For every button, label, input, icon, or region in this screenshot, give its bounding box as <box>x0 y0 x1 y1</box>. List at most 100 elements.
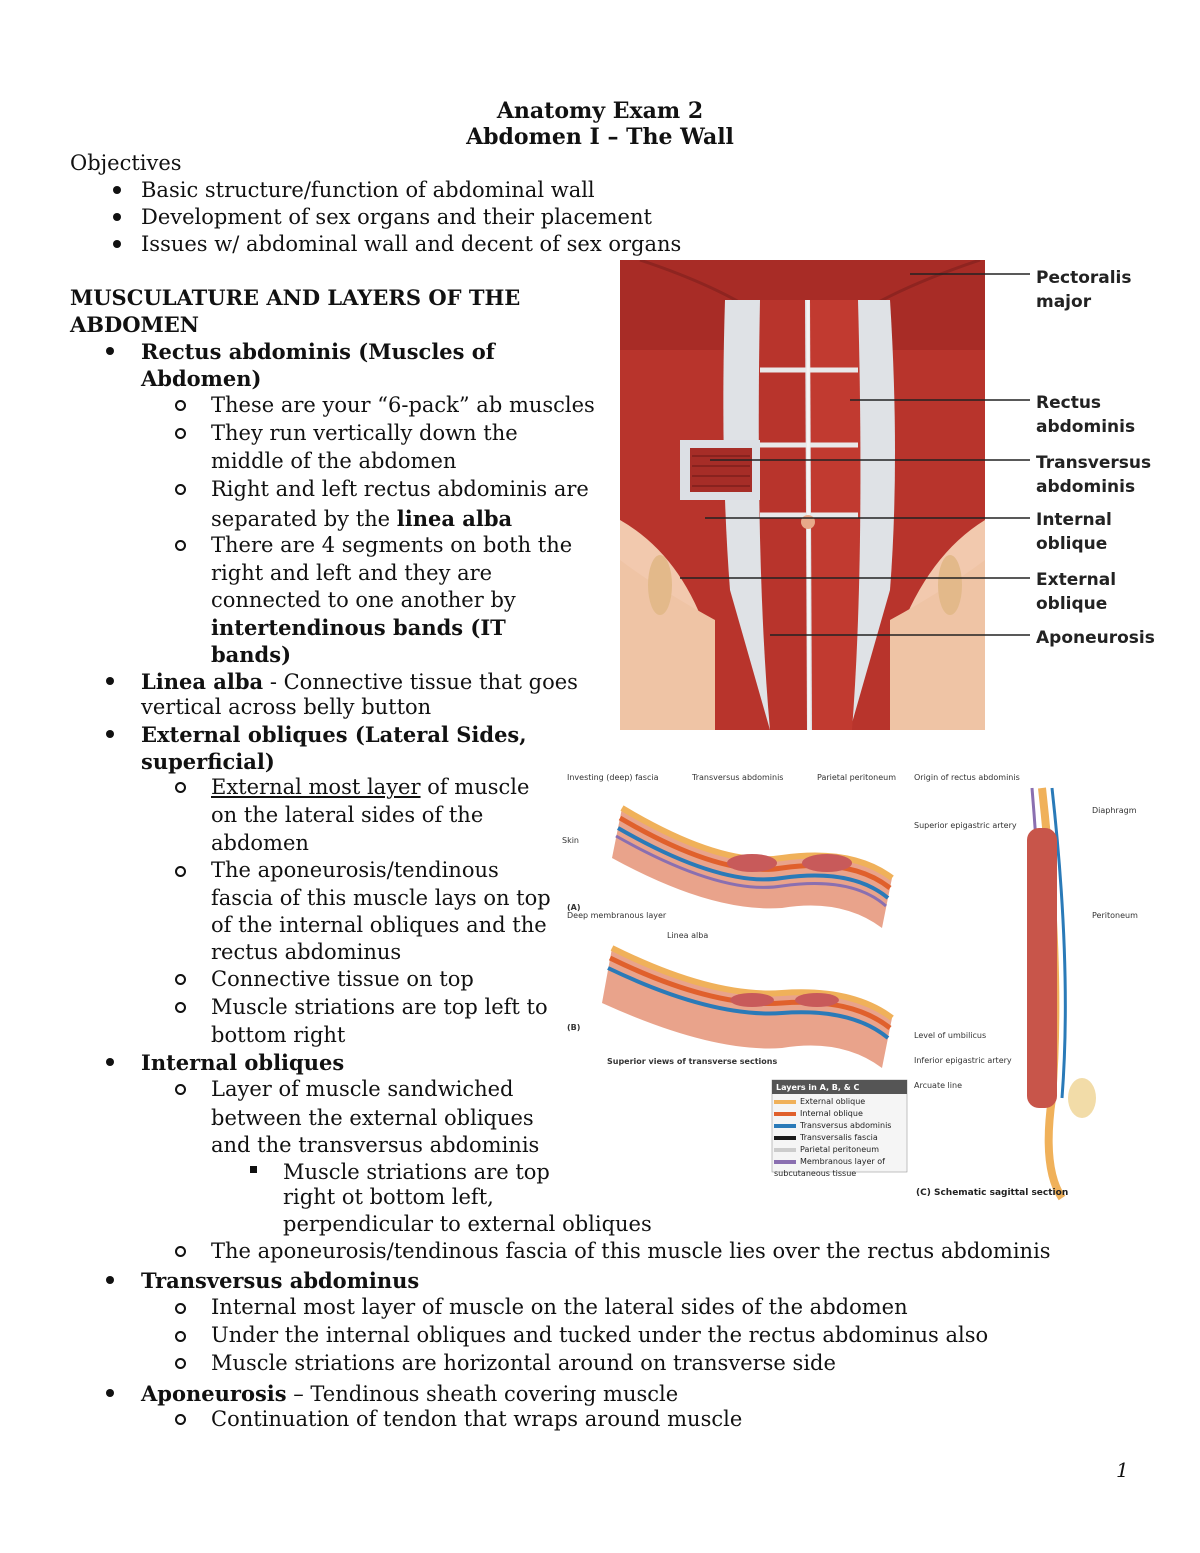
bullet <box>106 1058 114 1066</box>
rectus-point: Right and left rectus abdominis are <box>211 477 589 501</box>
svg-text:Deep membranous layer: Deep membranous layer <box>567 911 667 920</box>
sub-bullet <box>175 1414 186 1425</box>
legend-swatch <box>774 1159 796 1164</box>
legend-label: Transversus abdominis <box>800 1121 892 1130</box>
sub-bullet <box>175 400 186 411</box>
rectus-title: Abdomen) <box>141 366 262 391</box>
figure-label: Transversus abdominis <box>1036 451 1151 499</box>
external-point: on the lateral sides of the <box>211 803 484 827</box>
svg-text:Skin: Skin <box>562 836 579 845</box>
legend-item: Parietal peritoneum <box>774 1144 908 1156</box>
sub-bullet <box>175 1084 186 1095</box>
internal-point: The aponeurosis/tendinous fascia of this… <box>211 1239 1051 1263</box>
label-line: oblique <box>1036 534 1108 554</box>
objective-bullet <box>113 186 121 194</box>
bullet <box>106 677 114 685</box>
sub-bullet <box>175 428 186 439</box>
text: – Tendinous sheath covering muscle <box>286 1382 679 1406</box>
legend-swatch <box>774 1123 796 1128</box>
svg-text:Investing (deep) fascia: Investing (deep) fascia <box>567 773 659 782</box>
svg-text:Parietal peritoneum: Parietal peritoneum <box>817 773 896 782</box>
objective-bullet <box>113 213 121 221</box>
transversus-point: Under the internal obliques and tucked u… <box>211 1323 989 1347</box>
legend-swatch <box>774 1099 796 1104</box>
sub-bullet <box>175 484 186 495</box>
external-point: abdomen <box>211 831 309 855</box>
label-line: Aponeurosis <box>1036 628 1155 648</box>
aponeurosis-title: Aponeurosis <box>141 1381 287 1406</box>
internal-point: Muscle striations are top <box>283 1160 550 1184</box>
legend-swatch <box>774 1135 796 1140</box>
sub-sub-bullet <box>250 1166 257 1173</box>
objectives-heading: Objectives <box>70 151 182 175</box>
label-line: oblique <box>1036 594 1108 614</box>
label-line: External <box>1036 570 1117 590</box>
figure-label: Aponeurosis <box>1036 626 1155 650</box>
svg-text:Transversus abdominis: Transversus abdominis <box>691 773 783 782</box>
bullet <box>106 1276 114 1284</box>
transversus-title: Transversus abdominus <box>141 1268 420 1293</box>
svg-text:Diaphragm: Diaphragm <box>1092 806 1137 815</box>
external-point: fascia of this muscle lays on top <box>211 886 551 910</box>
label-line: abdominis <box>1036 417 1136 437</box>
rectus-point: There are 4 segments on both the <box>211 533 573 557</box>
doc-subtitle: Abdomen I – The Wall <box>466 124 734 150</box>
linea-title: Linea alba <box>141 669 264 694</box>
internal-point: and the transversus abdominis <box>211 1133 540 1157</box>
internal-title: Internal obliques <box>141 1050 345 1075</box>
linea-line: vertical across belly button <box>141 695 432 719</box>
label-line: abdominis <box>1036 477 1136 497</box>
sub-bullet <box>175 1002 186 1013</box>
legend-label: Internal oblique <box>800 1109 863 1118</box>
section-heading: ABDOMEN <box>70 312 199 337</box>
figure-label: Rectus abdominis <box>1036 391 1135 439</box>
label-line: Rectus <box>1036 393 1102 413</box>
sub-bullet <box>175 540 186 551</box>
linea-alba-term: linea alba <box>396 506 513 531</box>
svg-text:Superior views of transverse s: Superior views of transverse sections <box>607 1057 777 1066</box>
legend-item: External oblique <box>774 1096 908 1108</box>
legend-entries: External oblique Internal oblique Transv… <box>774 1096 908 1180</box>
svg-text:Arcuate line: Arcuate line <box>914 1081 962 1090</box>
svg-text:Inferior epigastric artery: Inferior epigastric artery <box>914 1056 1012 1065</box>
figure-label: External oblique <box>1036 568 1116 616</box>
rectus-point: intertendinous bands (IT <box>211 615 506 640</box>
text: separated by the <box>211 507 397 531</box>
legend-item: Membranous layer of subcutaneous tissue <box>774 1156 908 1180</box>
linea-line: Linea alba - Connective tissue that goes <box>141 668 578 696</box>
abdominal-muscles-illustration <box>620 260 1030 730</box>
sub-bullet <box>175 782 186 793</box>
label-line: Pectoralis <box>1036 268 1132 288</box>
legend-swatch <box>774 1111 796 1116</box>
rectus-point: middle of the abdomen <box>211 449 457 473</box>
external-point: rectus abdominus <box>211 940 402 964</box>
rectus-point: connected to one another by <box>211 588 516 612</box>
internal-point: perpendicular to external obliques <box>283 1212 652 1236</box>
svg-text:Level of umbilicus: Level of umbilicus <box>914 1031 986 1040</box>
sub-bullet <box>175 1303 186 1314</box>
external-point: Connective tissue on top <box>211 967 474 991</box>
sub-bullet <box>175 866 186 877</box>
sub-bullet <box>175 1331 186 1342</box>
internal-point: Layer of muscle sandwiched <box>211 1077 514 1101</box>
label-line: Transversus <box>1036 453 1152 473</box>
abdominal-wall-sections-diagram: Investing (deep) fascia Transversus abdo… <box>562 773 1138 1201</box>
bullet <box>106 1389 114 1397</box>
legend-label: External oblique <box>800 1097 866 1106</box>
rectus-point: These are your “6-pack” ab muscles <box>211 393 595 417</box>
legend-label: Membranous layer of subcutaneous tissue <box>774 1157 885 1178</box>
legend-item: Internal oblique <box>774 1108 908 1120</box>
objective-item: Basic structure/function of abdominal wa… <box>141 178 595 202</box>
objective-item: Development of sex organs and their plac… <box>141 205 652 229</box>
external-point: bottom right <box>211 1023 346 1047</box>
bullet <box>106 347 114 355</box>
svg-text:Linea alba: Linea alba <box>667 931 708 940</box>
aponeurosis-line: Aponeurosis – Tendinous sheath covering … <box>141 1380 678 1408</box>
text: of muscle <box>420 775 530 799</box>
sub-bullet <box>175 1358 186 1369</box>
sub-bullet <box>175 974 186 985</box>
aponeurosis-point: Continuation of tendon that wraps around… <box>211 1407 743 1431</box>
bullet <box>106 730 114 738</box>
